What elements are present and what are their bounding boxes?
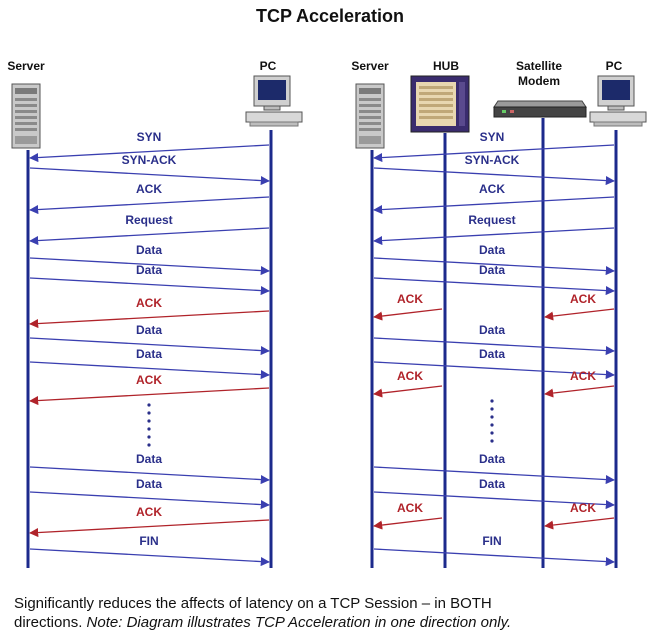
right-message-label: Data — [479, 243, 505, 257]
right-hub-ack-label: ACK — [397, 369, 423, 383]
left-message-label: Data — [136, 347, 162, 361]
right-hub-label: HUB — [433, 59, 459, 73]
right-hub-ack-arrow — [373, 308, 443, 321]
left-message-label: Data — [136, 263, 162, 277]
left-message-label: Data — [136, 323, 162, 337]
right-message-arrow — [373, 227, 615, 246]
right-message-label: Data — [479, 323, 505, 337]
hub-icon — [410, 75, 470, 133]
left-message-arrow — [29, 466, 270, 485]
right-message-label: Data — [479, 452, 505, 466]
right-message-label: SYN-ACK — [465, 153, 520, 167]
right-message-label: Data — [479, 477, 505, 491]
right-message-label: FIN — [482, 534, 501, 548]
right-message-arrow — [373, 548, 615, 567]
right-message-arrow — [373, 466, 615, 485]
caption-note: Note: Diagram illustrates TCP Accelerati… — [86, 614, 512, 631]
right-message-arrow — [373, 337, 615, 356]
left-pc-icon — [245, 75, 303, 127]
right-pc-ack-arrow — [544, 385, 615, 398]
left-message-label: ACK — [136, 373, 162, 387]
right-pc-ack-arrow — [544, 517, 615, 530]
left-message-label: ACK — [136, 296, 162, 310]
left-server-label: Server — [7, 59, 45, 73]
left-message-arrow — [29, 491, 270, 510]
left-message-arrow — [29, 167, 270, 186]
left-message-label: FIN — [139, 534, 158, 548]
left-message-arrow — [29, 387, 270, 406]
right-message-arrow — [373, 196, 615, 215]
right-message-label: ACK — [479, 182, 505, 196]
right-message-label: Request — [468, 213, 515, 227]
right-message-label: Data — [479, 347, 505, 361]
left-message-arrow — [29, 337, 270, 356]
right-pc-label: PC — [606, 59, 623, 73]
caption-line-2-prefix: directions. — [14, 614, 87, 631]
left-message-arrow — [29, 310, 270, 329]
left-message-label: ACK — [136, 505, 162, 519]
right-message-arrow — [373, 277, 615, 296]
left-message-label: Data — [136, 243, 162, 257]
right-message-arrow — [373, 361, 615, 380]
left-message-arrow — [29, 277, 270, 296]
satellite-modem-icon — [493, 100, 587, 118]
right-hub-ack-label: ACK — [397, 292, 423, 306]
left-message-label: Data — [136, 452, 162, 466]
right-pc-ack-arrow — [544, 308, 615, 321]
diagram-title: TCP Acceleration — [255, 6, 405, 26]
right-pc-icon — [589, 75, 647, 127]
left-message-label: SYN — [137, 130, 162, 144]
right-message-label: SYN — [480, 130, 505, 144]
right-message-arrow — [373, 167, 615, 186]
right-server-icon — [355, 83, 385, 149]
left-message-arrow — [29, 257, 270, 276]
right-message-arrow — [373, 144, 615, 163]
right-hub-ack-arrow — [373, 385, 443, 398]
right-pc-ack-label: ACK — [570, 369, 596, 383]
right-server-label: Server — [351, 59, 389, 73]
left-message-label: SYN-ACK — [122, 153, 177, 167]
left-message-group: SYNSYN-ACKACKRequestDataDataACKDataDataA… — [29, 130, 270, 567]
left-message-label: ACK — [136, 182, 162, 196]
right-pc-ack-label: ACK — [570, 501, 596, 515]
left-message-label: Request — [125, 213, 172, 227]
left-continuation-dots — [147, 403, 151, 447]
right-hub-ack-arrow — [373, 517, 443, 530]
right-message-arrow — [373, 257, 615, 276]
right-hub-ack-label: ACK — [397, 501, 423, 515]
left-message-arrow — [29, 548, 270, 567]
left-message-arrow — [29, 196, 270, 215]
left-message-arrow — [29, 519, 270, 538]
left-message-arrow — [29, 361, 270, 380]
right-pc-ack-label: ACK — [570, 292, 596, 306]
right-continuation-dots — [490, 399, 494, 443]
left-message-arrow — [29, 144, 270, 163]
caption-line-1: Significantly reduces the affects of lat… — [14, 595, 492, 612]
right-message-arrow — [373, 491, 615, 510]
left-pc-label: PC — [260, 59, 277, 73]
right-message-label: Data — [479, 263, 505, 277]
left-message-label: Data — [136, 477, 162, 491]
left-message-arrow — [29, 227, 270, 246]
caption-line-2: directions. Note: Diagram illustrates TC… — [14, 613, 654, 632]
left-server-icon — [11, 83, 41, 149]
